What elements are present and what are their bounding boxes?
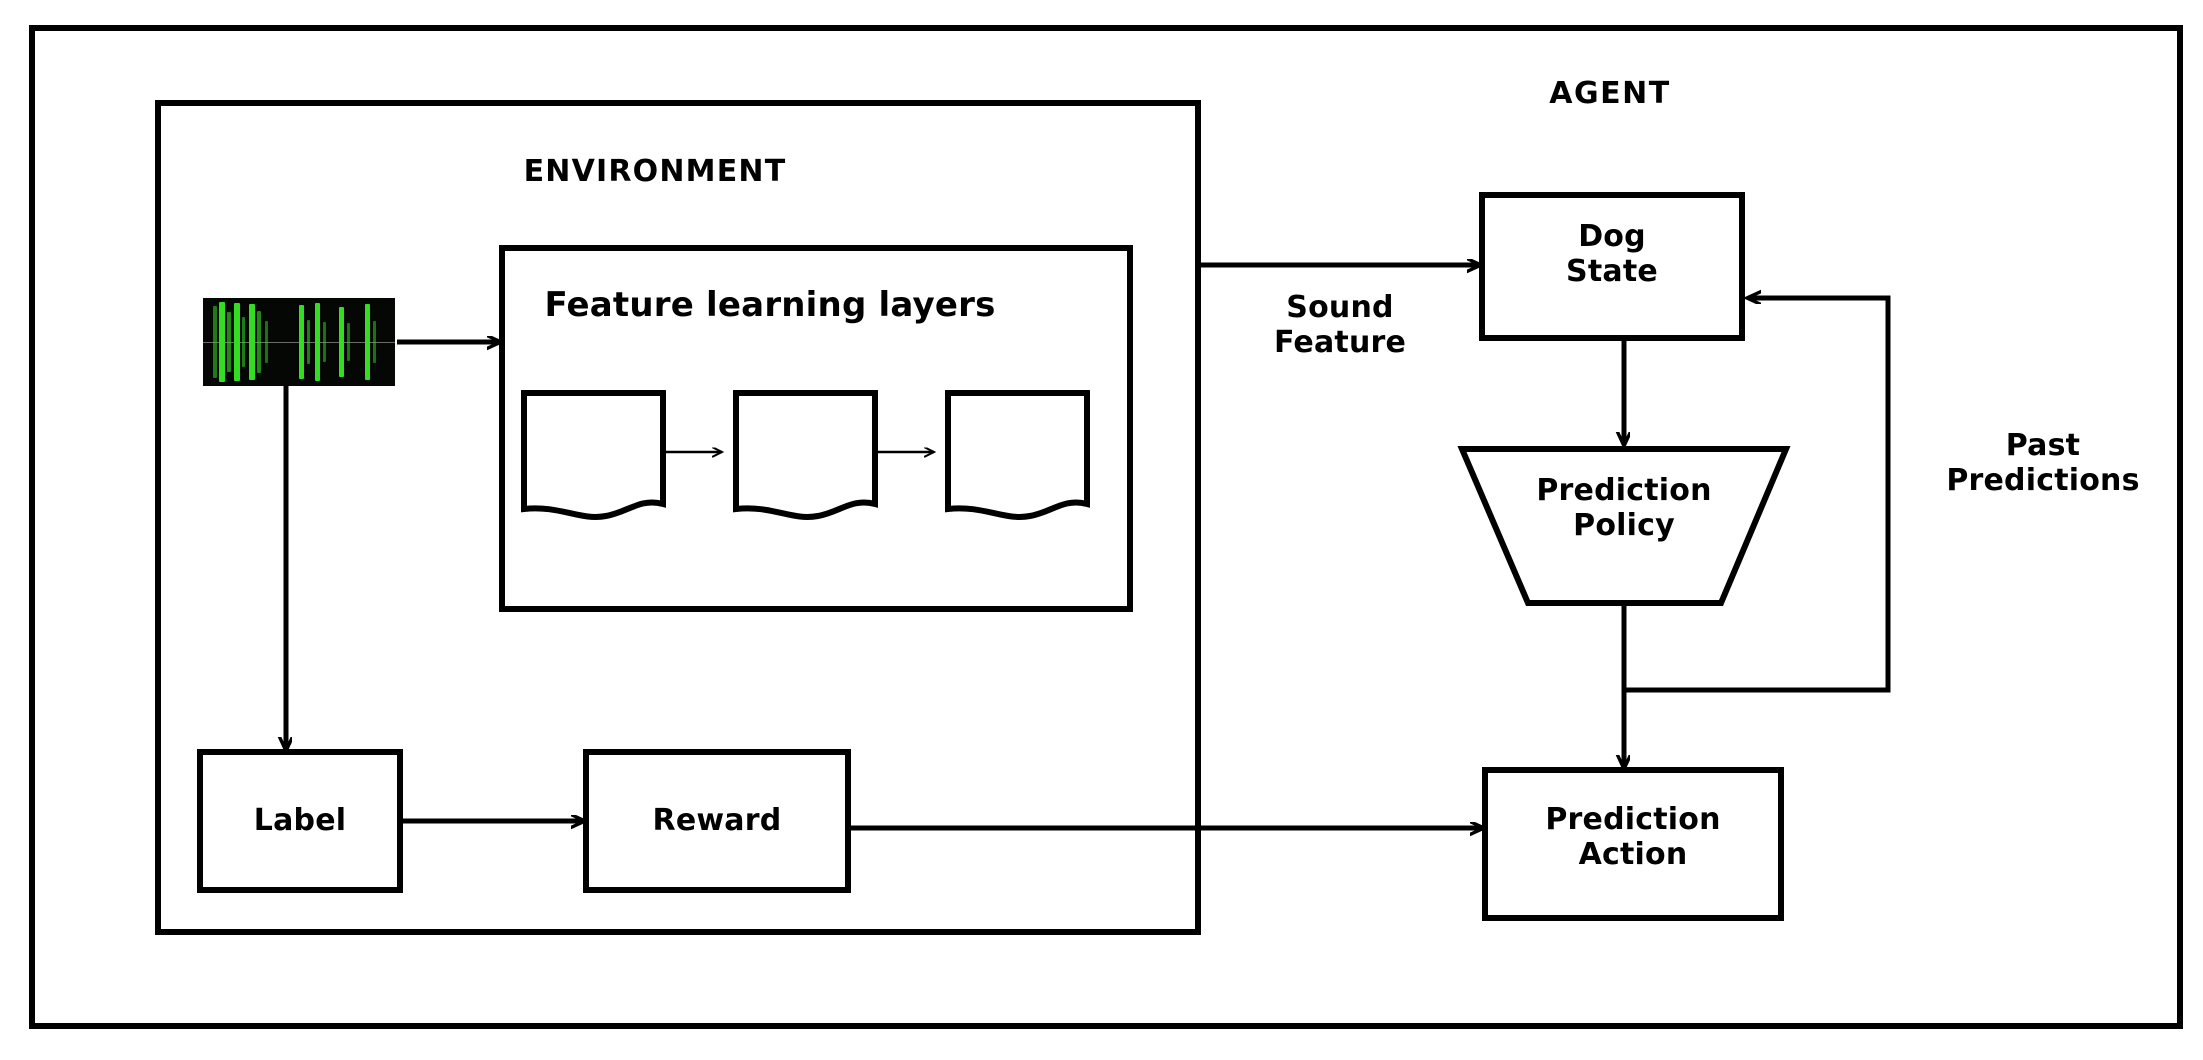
waveform-spike [339, 307, 344, 377]
past-predictions-edge-label: Past Predictions [1946, 428, 2140, 499]
prediction-policy-node [1457, 446, 1791, 606]
arrow-past-predictions [1624, 298, 1891, 693]
reward-node-text: Reward [652, 803, 782, 838]
dog-state-node-text: Dog State [1566, 219, 1658, 290]
environment-container [155, 100, 1201, 935]
label-node-text: Label [253, 803, 347, 838]
waveform-spike [213, 306, 217, 378]
layer-shape-2 [733, 390, 878, 520]
prediction-action-node-text: Prediction Action [1545, 802, 1721, 873]
waveform-spike [299, 305, 304, 379]
waveform-spike [265, 321, 268, 363]
waveform-spike [242, 317, 245, 367]
layer-shape-3 [945, 390, 1090, 520]
waveform-spike [249, 304, 255, 380]
feature-learning-container [499, 245, 1133, 612]
waveform-spike [257, 311, 261, 373]
audio-waveform-icon [203, 298, 395, 386]
waveform-spike [227, 312, 231, 372]
sound-feature-edge-label: Sound Feature [1273, 290, 1407, 361]
layer-shape-1 [521, 390, 666, 520]
waveform-spike [347, 323, 350, 361]
waveform-spike [219, 302, 225, 382]
agent-title: AGENT [1549, 76, 1671, 111]
waveform-spike [365, 304, 370, 380]
prediction-policy-node-text: Prediction Policy [1536, 473, 1712, 544]
waveform-spike [315, 303, 320, 381]
environment-title: ENVIRONMENT [523, 154, 787, 189]
dog-state-node [1479, 192, 1745, 341]
feature-learning-layers-title: Feature learning layers [544, 285, 996, 325]
reward-node [583, 749, 851, 893]
waveform-spike [323, 322, 326, 362]
label-node [197, 749, 403, 893]
prediction-action-node [1482, 767, 1784, 921]
waveform-spike [373, 321, 376, 363]
waveform-spike [234, 303, 240, 381]
outer-frame [29, 25, 2183, 1029]
waveform-spike [307, 320, 310, 364]
